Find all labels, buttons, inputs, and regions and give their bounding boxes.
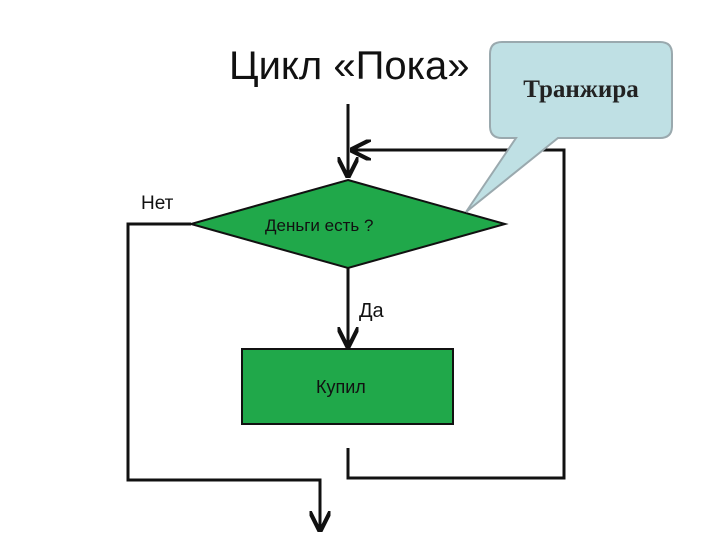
action-box xyxy=(241,348,454,425)
callout-bubble xyxy=(465,41,673,213)
no-exit-line xyxy=(126,222,320,530)
callout-text: Транжира xyxy=(523,76,639,103)
action-label: Купил xyxy=(316,377,366,397)
diagram-title: Цикл «Пока» xyxy=(229,44,470,88)
loop-back-line xyxy=(346,150,566,480)
decision-diamond xyxy=(187,178,509,270)
decision-label: Деньги есть ? xyxy=(265,216,374,235)
yes-label: Да xyxy=(359,300,384,322)
no-label: Нет xyxy=(141,193,174,214)
